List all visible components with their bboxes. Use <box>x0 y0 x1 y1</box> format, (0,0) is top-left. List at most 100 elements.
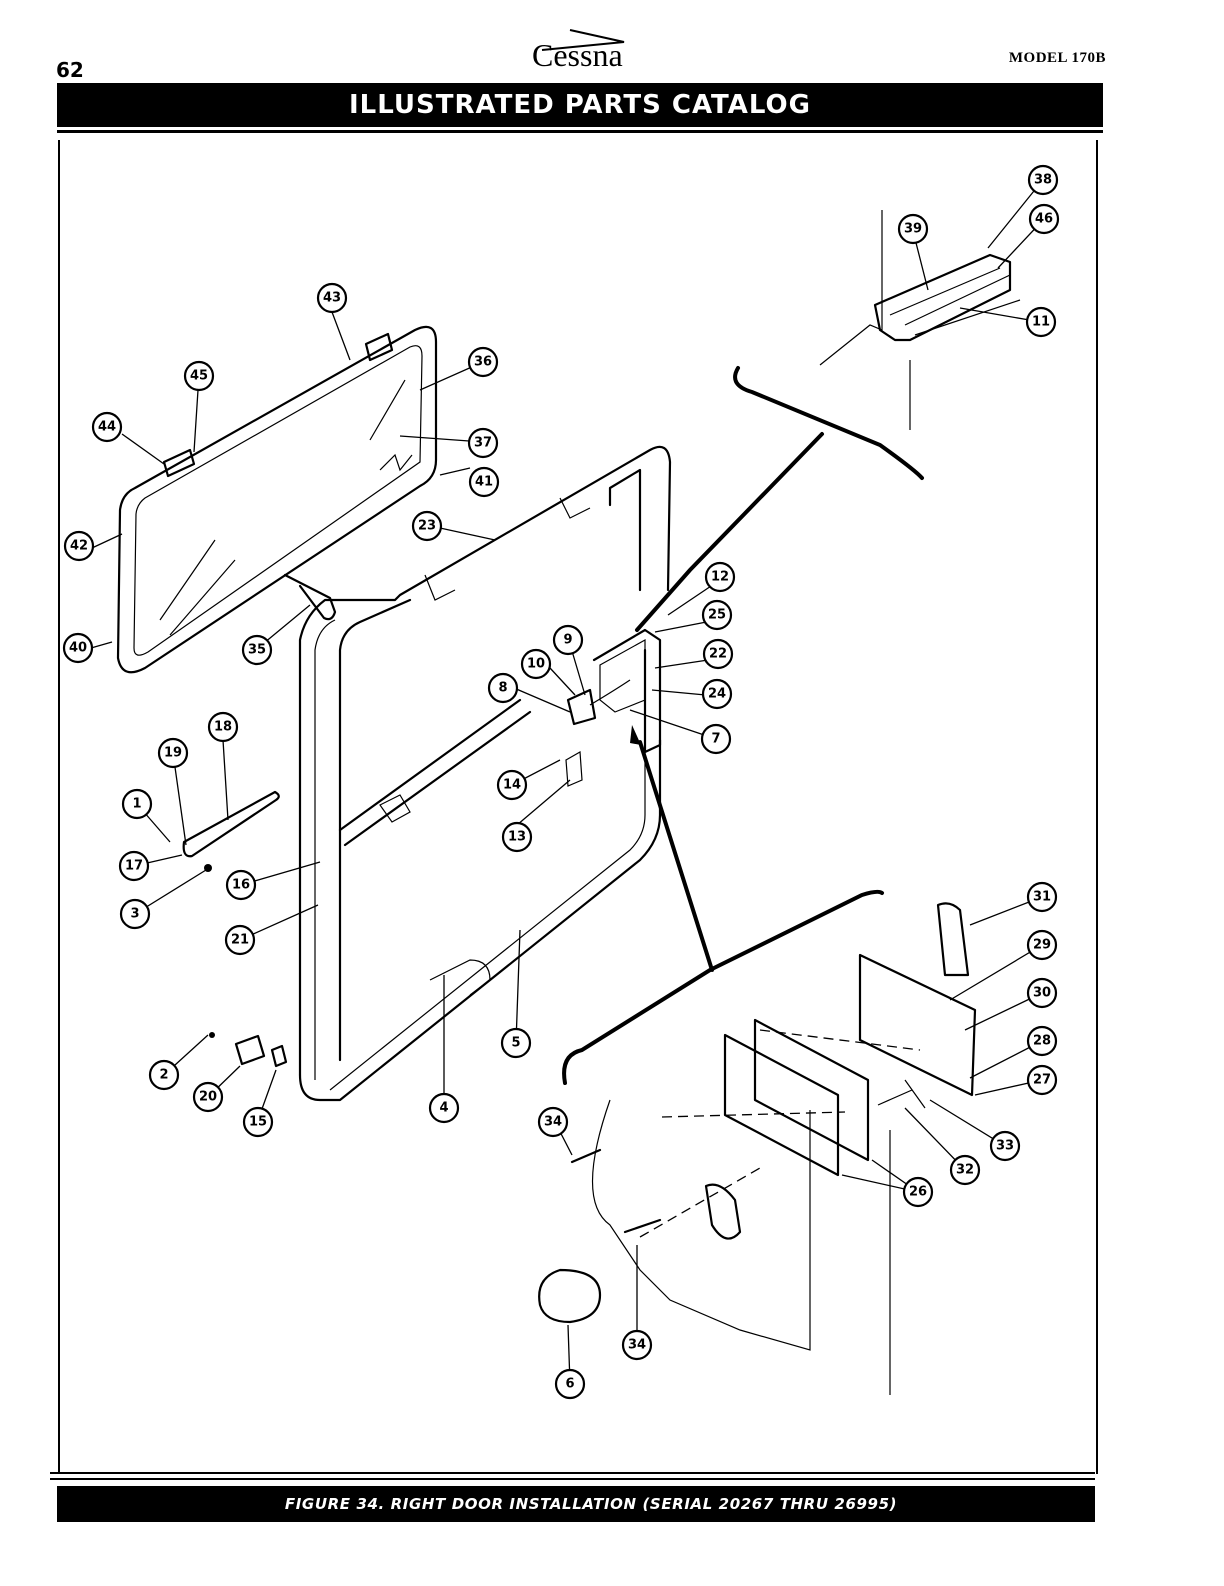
callout-33: 33 <box>989 1130 1021 1162</box>
svg-text:13: 13 <box>508 830 526 845</box>
callout-25: 25 <box>701 599 733 631</box>
callout-8: 8 <box>487 672 519 704</box>
svg-text:14: 14 <box>503 778 521 793</box>
callout-35: 35 <box>241 634 273 666</box>
svg-text:23: 23 <box>418 519 436 534</box>
callout-16: 16 <box>225 869 257 901</box>
svg-text:28: 28 <box>1033 1034 1051 1049</box>
catalog-title: ILLUSTRATED PARTS CATALOG <box>349 90 811 120</box>
callout-11: 11 <box>1025 306 1057 338</box>
svg-text:31: 31 <box>1033 890 1051 905</box>
callout-4: 4 <box>428 1092 460 1124</box>
callout-41: 41 <box>468 466 500 498</box>
callout-9: 9 <box>552 624 584 656</box>
callout-43: 43 <box>316 282 348 314</box>
callout-14: 14 <box>496 769 528 801</box>
callout-2: 2 <box>148 1059 180 1091</box>
brand-text: Cessna <box>532 37 623 73</box>
header-rule <box>57 130 1103 133</box>
svg-text:5: 5 <box>511 1036 520 1051</box>
leader-lines <box>90 180 1045 1385</box>
svg-text:8: 8 <box>498 681 507 696</box>
svg-text:40: 40 <box>69 641 87 656</box>
figure-caption: FIGURE 34. RIGHT DOOR INSTALLATION (SERI… <box>284 1495 898 1513</box>
callout-15: 15 <box>242 1106 274 1138</box>
svg-text:16: 16 <box>232 878 250 893</box>
callout-27: 27 <box>1026 1064 1058 1096</box>
callout-23: 23 <box>411 510 443 542</box>
inside-handle <box>182 790 280 872</box>
callout-31: 31 <box>1026 881 1058 913</box>
callout-13: 13 <box>501 821 533 853</box>
svg-text:6: 6 <box>565 1377 574 1392</box>
svg-text:42: 42 <box>70 539 88 554</box>
callout-34b: 34 <box>621 1329 653 1361</box>
svg-text:10: 10 <box>527 657 545 672</box>
callout-34a: 34 <box>537 1106 569 1138</box>
callout-37: 37 <box>467 427 499 459</box>
callout-38: 38 <box>1027 164 1059 196</box>
callout-20: 20 <box>192 1081 224 1113</box>
footer-rule-bottom <box>50 1478 1095 1480</box>
svg-text:33: 33 <box>996 1139 1014 1154</box>
callout-22: 22 <box>702 638 734 670</box>
svg-text:7: 7 <box>711 732 720 747</box>
footer-rule-top <box>50 1472 1095 1474</box>
caption-bar: FIGURE 34. RIGHT DOOR INSTALLATION (SERI… <box>57 1486 1095 1522</box>
svg-text:45: 45 <box>190 369 208 384</box>
callout-28: 28 <box>1026 1025 1058 1057</box>
svg-text:17: 17 <box>125 859 143 874</box>
svg-text:46: 46 <box>1035 212 1053 227</box>
svg-text:36: 36 <box>474 355 492 370</box>
callout-30: 30 <box>1026 977 1058 1009</box>
callout-21: 21 <box>224 924 256 956</box>
svg-text:41: 41 <box>475 475 493 490</box>
callout-1: 1 <box>121 788 153 820</box>
callout-45: 45 <box>183 360 215 392</box>
svg-text:21: 21 <box>231 933 249 948</box>
callout-44: 44 <box>91 411 123 443</box>
svg-text:25: 25 <box>708 608 726 623</box>
callout-39: 39 <box>897 213 929 245</box>
lock-plate <box>209 1032 288 1068</box>
callout-29: 29 <box>1026 929 1058 961</box>
svg-text:38: 38 <box>1034 173 1052 188</box>
svg-text:34: 34 <box>628 1338 646 1353</box>
cessna-swoosh-icon <box>541 29 625 51</box>
svg-text:29: 29 <box>1033 938 1051 953</box>
model-label: MODEL 170B <box>1008 50 1106 66</box>
svg-text:20: 20 <box>199 1090 217 1105</box>
callout-18: 18 <box>207 711 239 743</box>
svg-text:44: 44 <box>98 420 116 435</box>
callout-42: 42 <box>63 530 95 562</box>
svg-text:1: 1 <box>132 797 141 812</box>
svg-text:43: 43 <box>323 291 341 306</box>
svg-text:18: 18 <box>214 720 232 735</box>
svg-text:34: 34 <box>544 1115 562 1130</box>
svg-text:37: 37 <box>474 436 492 451</box>
callout-36: 36 <box>467 346 499 378</box>
callout-32: 32 <box>949 1154 981 1186</box>
svg-text:9: 9 <box>563 633 572 648</box>
svg-text:32: 32 <box>956 1163 974 1178</box>
svg-text:11: 11 <box>1032 315 1050 330</box>
svg-text:26: 26 <box>909 1185 927 1200</box>
door-frame <box>298 445 672 1102</box>
svg-text:35: 35 <box>248 643 266 658</box>
callout-17: 17 <box>118 850 150 882</box>
svg-text:12: 12 <box>711 570 729 585</box>
rail-detail <box>733 210 1021 480</box>
window-frame <box>116 325 438 674</box>
latch-assembly <box>565 628 662 787</box>
hinge-icon <box>162 332 394 478</box>
callout-10: 10 <box>520 648 552 680</box>
callout-6: 6 <box>554 1368 586 1400</box>
svg-text:2: 2 <box>159 1068 168 1083</box>
page-number: 62 <box>56 58 84 82</box>
cessna-logo: Cessna <box>532 28 632 74</box>
svg-text:39: 39 <box>904 222 922 237</box>
svg-text:3: 3 <box>130 907 139 922</box>
title-bar: ILLUSTRATED PARTS CATALOG <box>57 83 1103 127</box>
callout-40: 40 <box>62 632 94 664</box>
